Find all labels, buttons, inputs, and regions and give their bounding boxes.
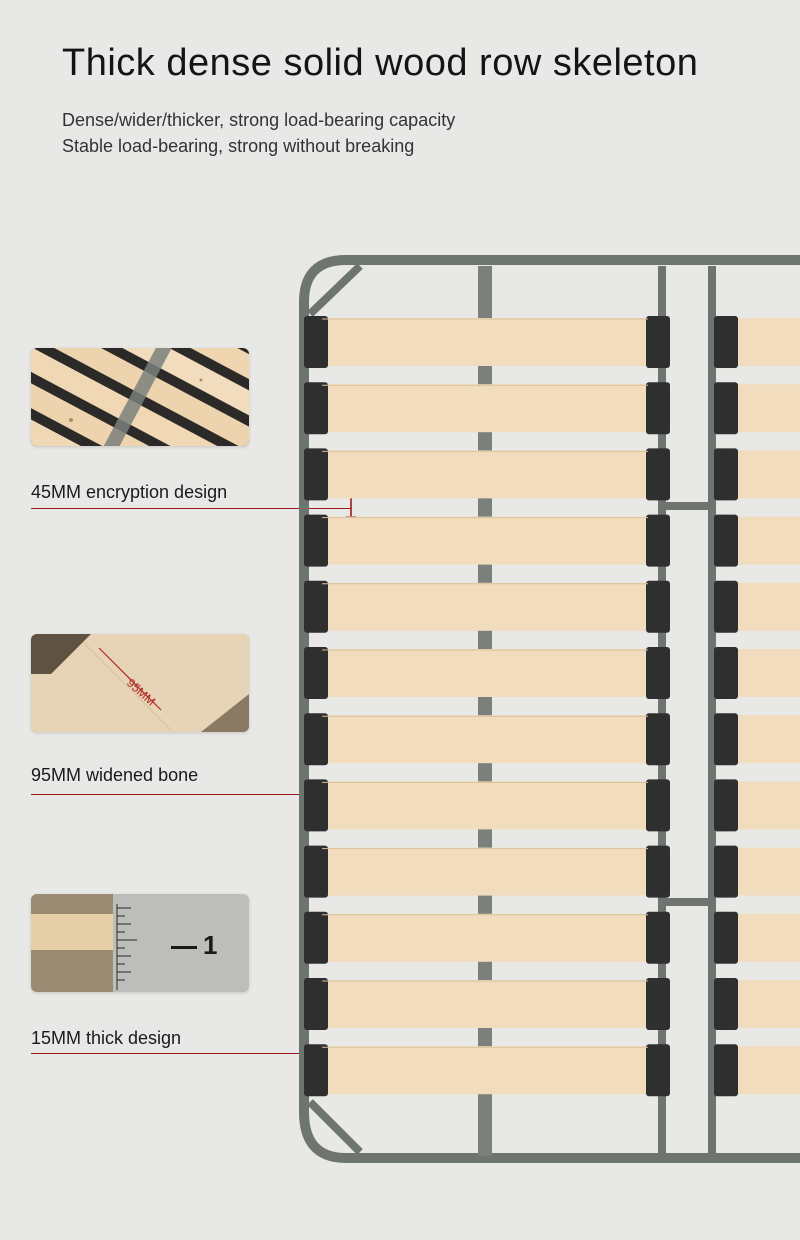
- slat-left: [322, 913, 648, 962]
- slat-cap: [304, 978, 328, 1030]
- slat-cap: [714, 316, 738, 368]
- ruler-thickness-photo: 1: [31, 894, 249, 992]
- slat-cap: [646, 779, 670, 832]
- slat-cap: [646, 382, 670, 435]
- slat-right: [736, 1046, 800, 1095]
- slat-right: [736, 649, 800, 697]
- slat-cap: [304, 713, 328, 766]
- slat-cap: [646, 1044, 670, 1097]
- slat-left: [322, 715, 648, 764]
- ruler-number: 1: [203, 930, 217, 960]
- bed-frame-illustration: [299, 255, 800, 1163]
- slat-cap: [304, 514, 328, 567]
- slat-right: [736, 582, 800, 631]
- slat-left: [322, 980, 648, 1028]
- slat-left: [322, 649, 648, 697]
- slat-cap: [714, 845, 738, 898]
- leader-line-spacing: [31, 508, 351, 509]
- slat-cap: [714, 1044, 738, 1097]
- slat-cap: [714, 978, 738, 1030]
- slat-cap: [304, 845, 328, 898]
- slat-cap: [714, 911, 738, 964]
- slat-cap: [304, 779, 328, 832]
- slat-cap: [304, 316, 328, 368]
- slat-cap: [714, 514, 738, 567]
- slat-cap: [646, 316, 670, 368]
- slat-cap: [646, 580, 670, 633]
- slat-cap: [646, 514, 670, 567]
- slat-right: [736, 980, 800, 1028]
- leader-line-thickness: [31, 1053, 351, 1054]
- subtitle-line-2: Stable load-bearing, strong without brea…: [62, 136, 415, 156]
- slat-cap: [646, 647, 670, 699]
- slat-left: [322, 450, 648, 499]
- slat-left: [322, 582, 648, 631]
- feature-label-width: 95MM widened bone: [31, 765, 199, 785]
- slat-right: [736, 781, 800, 830]
- slat-cap: [646, 911, 670, 964]
- slat-cap: [304, 382, 328, 435]
- slat-left: [322, 1046, 648, 1095]
- slat-cap: [304, 647, 328, 699]
- slat-cap: [304, 1044, 328, 1097]
- slat-cap: [714, 779, 738, 832]
- slat-cap: [304, 580, 328, 633]
- slat-cap: [646, 713, 670, 766]
- leader-line-width: [31, 794, 351, 795]
- slat-cap: [304, 448, 328, 501]
- slat-cap: [646, 845, 670, 898]
- slat-cap: [646, 448, 670, 501]
- slat-cap: [714, 713, 738, 766]
- slat-right: [736, 318, 800, 366]
- subtitle-line-1: Dense/wider/thicker, strong load-bearing…: [62, 110, 456, 130]
- slat-cap: [714, 382, 738, 435]
- slats-closeup-photo: [31, 348, 249, 446]
- slat-left: [322, 318, 648, 366]
- slat-right: [736, 516, 800, 565]
- slat-cap: [714, 647, 738, 699]
- feature-label-thickness: 15MM thick design: [31, 1028, 182, 1048]
- slat-right: [736, 913, 800, 962]
- slat-left: [322, 847, 648, 896]
- slat-cap: [714, 448, 738, 501]
- slat-left: [322, 516, 648, 565]
- slat-right: [736, 715, 800, 764]
- slat-cap: [304, 911, 328, 964]
- slat-cap: [646, 978, 670, 1030]
- slat-width-photo: 95MM: [31, 634, 249, 732]
- slat-right: [736, 384, 800, 433]
- slat-left: [322, 384, 648, 433]
- slat-right: [736, 847, 800, 896]
- slat-right: [736, 450, 800, 499]
- feature-label-spacing: 45MM encryption design: [31, 482, 228, 502]
- slat-cap: [714, 580, 738, 633]
- slat-left: [322, 781, 648, 830]
- page-title: Thick dense solid wood row skeleton: [62, 42, 699, 84]
